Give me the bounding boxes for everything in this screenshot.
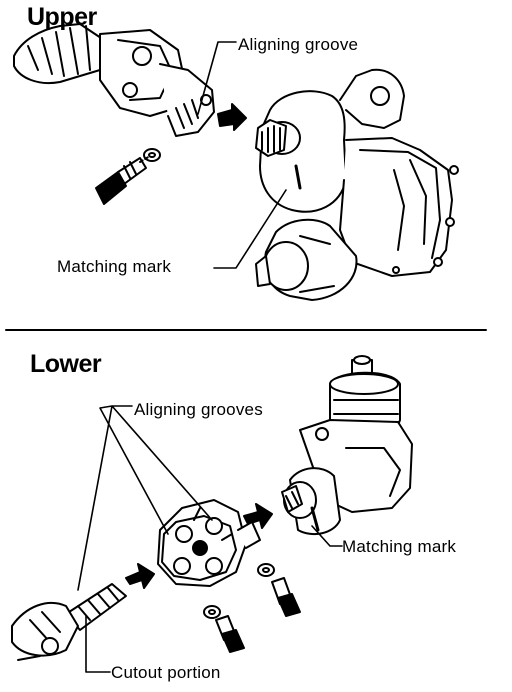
lower-heading: Lower xyxy=(30,350,102,378)
lower-aligning-grooves-leader xyxy=(77,405,213,591)
lower-matching-mark-leader xyxy=(311,525,343,547)
lower-cutout-portion-label: Cutout portion xyxy=(111,663,221,682)
lower-assembly xyxy=(11,355,413,661)
upper-matching-mark-label: Matching mark xyxy=(57,257,172,276)
lower-aligning-grooves-label: Aligning grooves xyxy=(134,400,263,419)
upper-assembly xyxy=(13,23,459,301)
upper-arrow xyxy=(217,103,247,131)
lower-arrow-2 xyxy=(125,563,155,589)
upper-heading: Upper xyxy=(27,3,97,31)
lower-matching-mark-label: Matching mark xyxy=(342,537,457,556)
upper-aligning-groove-leader xyxy=(197,41,237,115)
upper-aligning-groove-label: Aligning groove xyxy=(238,35,359,54)
lower-cutout-portion-leader xyxy=(85,615,111,673)
upper-matching-mark-leader xyxy=(213,189,287,269)
